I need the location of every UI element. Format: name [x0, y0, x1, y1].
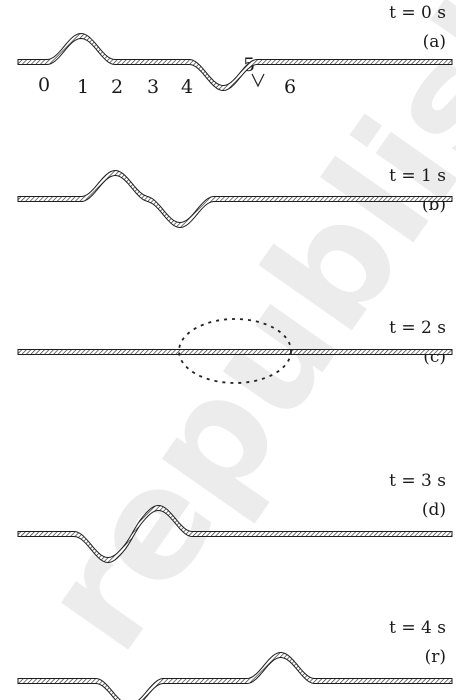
- time-label-b: t = 1 s: [389, 166, 446, 186]
- strings-group: [17, 32, 453, 700]
- panel-tag-d: (d): [422, 500, 446, 520]
- time-label-d: t = 3 s: [389, 471, 446, 491]
- position-label-3: 3: [147, 76, 159, 98]
- string-panel-d: [17, 505, 453, 564]
- string-panel-b: [17, 170, 453, 229]
- panel-labels: t = 0 s (a) t = 1 s (b) t = 2 s (c) t = …: [389, 3, 446, 667]
- panel-tag-a: (a): [423, 32, 446, 52]
- time-label-r: t = 4 s: [389, 618, 446, 638]
- trough-pointer-arrow: [251, 73, 265, 88]
- overlap-marker-ellipse: [178, 318, 292, 384]
- string-panel-c: [17, 349, 453, 355]
- time-label-c: t = 2 s: [389, 318, 446, 338]
- string-panel-a: [17, 32, 453, 91]
- position-label-1: 1: [77, 76, 89, 98]
- watermark-text: republished: [8, 0, 456, 681]
- position-label-4: 4: [181, 76, 193, 98]
- position-label-2: 2: [111, 76, 123, 98]
- string-panel-r: [17, 652, 453, 700]
- position-label-0: 0: [38, 74, 50, 96]
- time-label-a: t = 0 s: [389, 3, 446, 23]
- position-label-6: 6: [284, 76, 296, 98]
- watermark: republished: [8, 0, 456, 681]
- panel-tag-r: (r): [425, 647, 446, 667]
